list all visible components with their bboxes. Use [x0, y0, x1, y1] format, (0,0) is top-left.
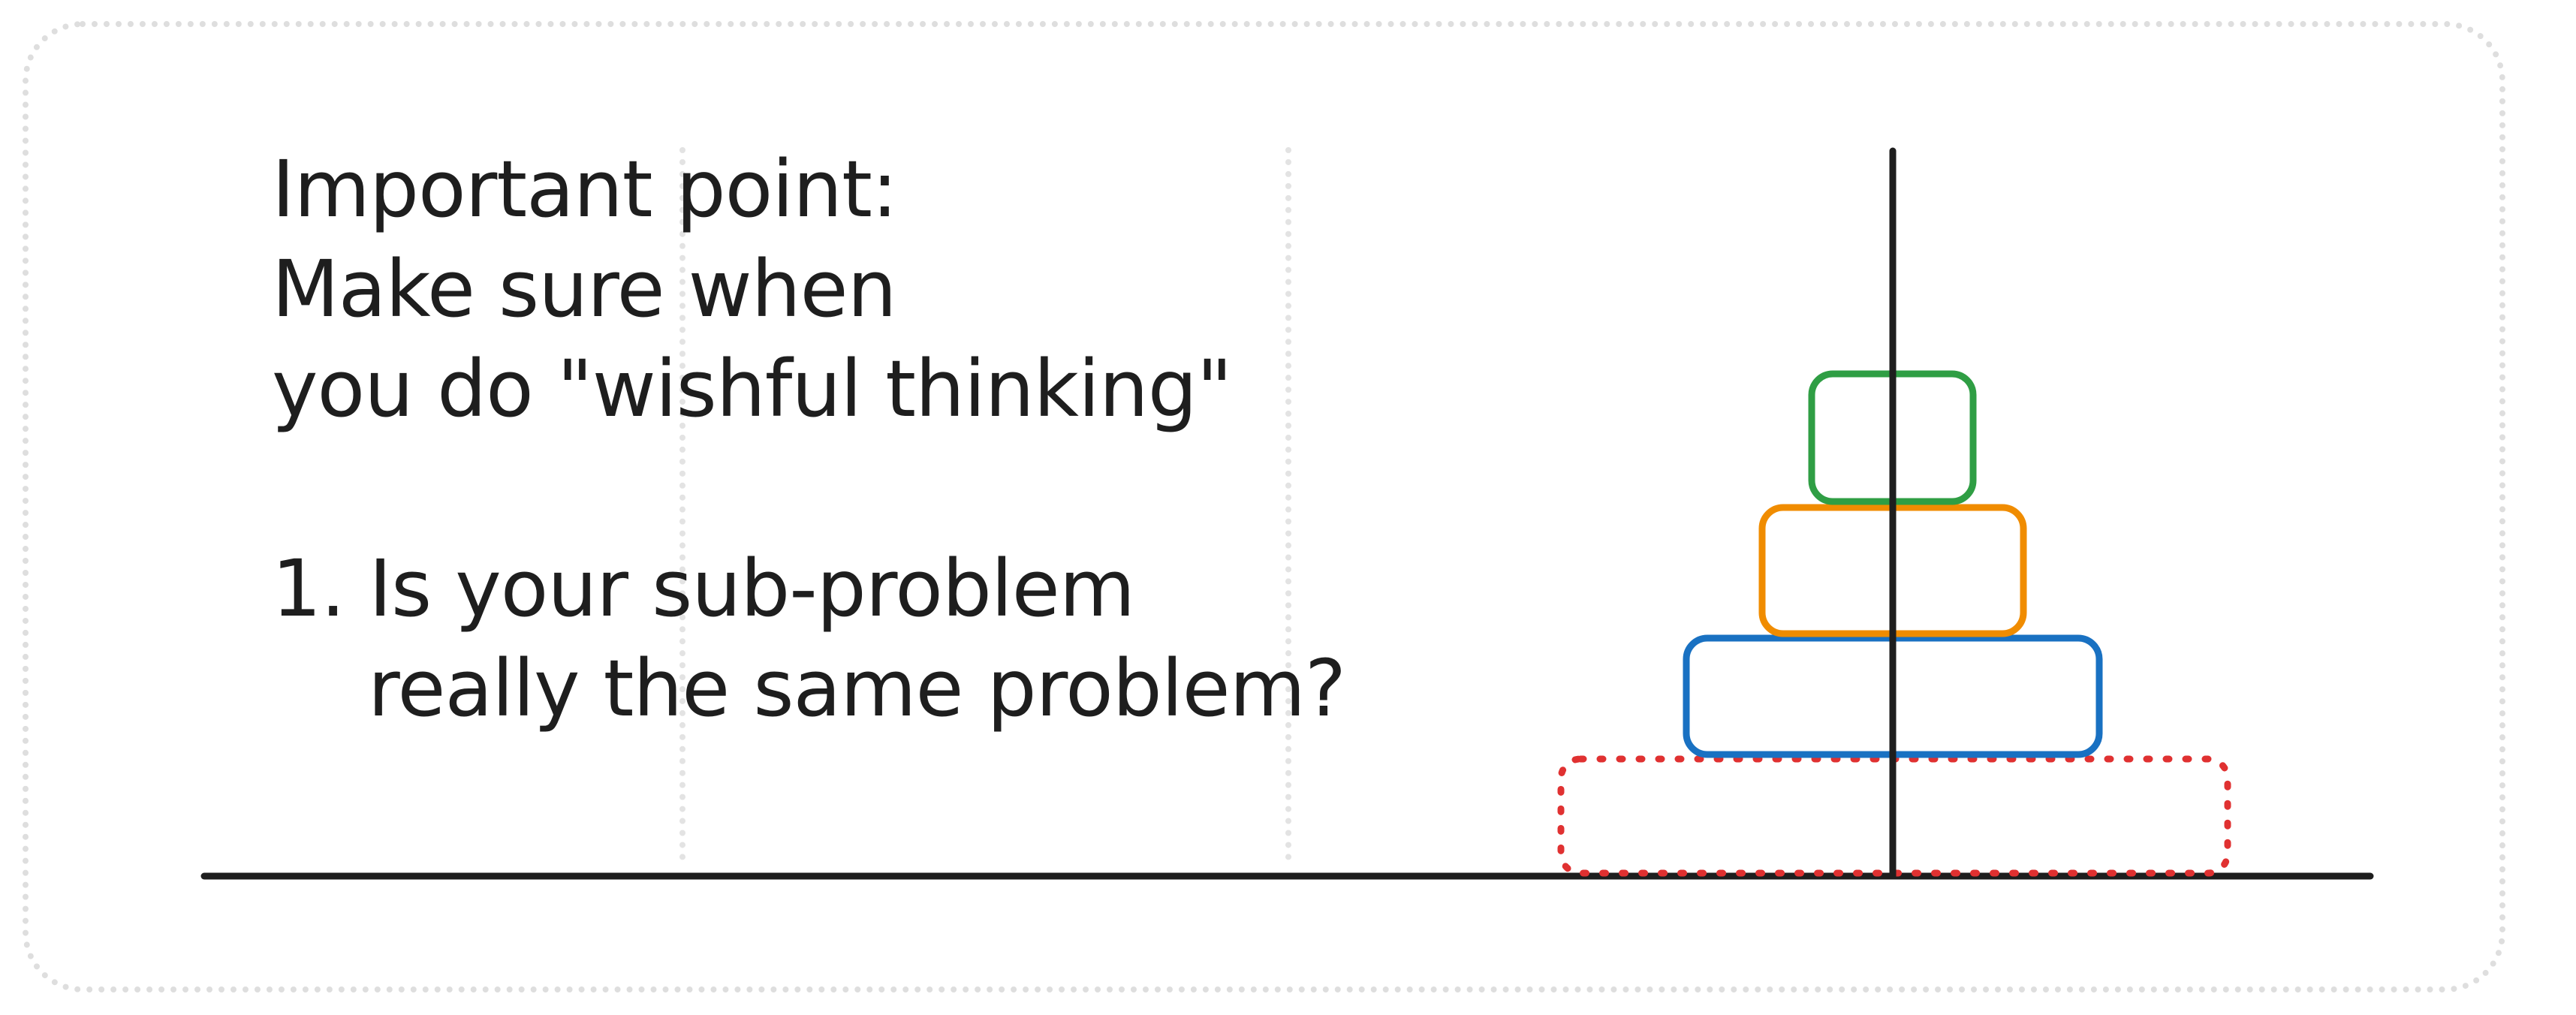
note-text: Important point: Make sure when you do "…: [272, 140, 1398, 739]
note-item-1-line-2: really the same problem?: [368, 643, 1346, 734]
guide-line-left: [679, 147, 685, 860]
guide-line-right: [1285, 147, 1291, 860]
note-line-1: Make sure when: [272, 243, 897, 335]
note-line-2: you do "wishful thinking": [272, 343, 1233, 435]
note-heading: Important point:: [272, 143, 898, 235]
note-item-1-line-1: 1. Is your sub-problem: [272, 543, 1135, 634]
canvas-frame: [23, 21, 2505, 992]
